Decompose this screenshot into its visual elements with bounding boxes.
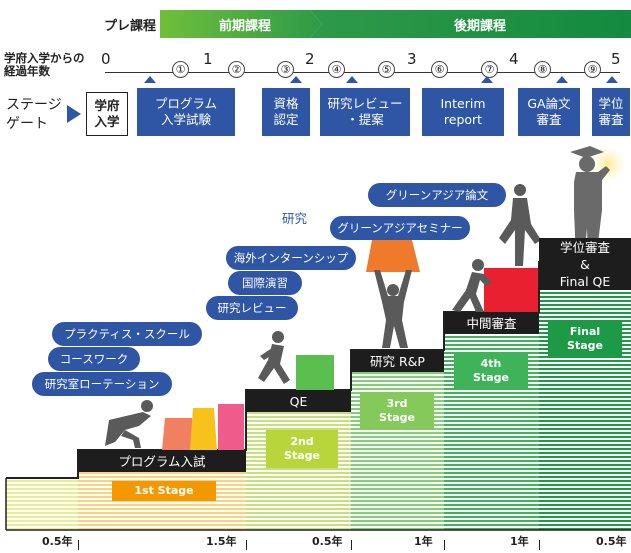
circled-1: ① [172, 61, 189, 78]
stage-gate-label: ステージ ゲート [6, 97, 62, 132]
circled-3: ③ [277, 61, 294, 78]
axis-markers [144, 76, 618, 83]
duration-1: 0.5年 [42, 535, 73, 548]
axis-label: 学府入学からの 経過年数 [4, 51, 85, 78]
duration-5: 1年 [510, 535, 529, 548]
milestone-research-rp: 研究 R&P [351, 350, 444, 372]
jumper-figure-icon [499, 184, 541, 266]
circled-7: ⑦ [481, 61, 498, 78]
phase-arrow [160, 10, 631, 38]
milestone-program-exam: プログラム入試 [78, 450, 246, 472]
tick-4: 4 [509, 50, 519, 68]
activity-lab-rotation: 研究室ローテーション [32, 372, 172, 396]
duration-6: 0.5年 [596, 535, 627, 548]
activity-practice-school: プラクティス・スクール [52, 322, 202, 346]
activity-coursework: コースワーク [48, 347, 140, 371]
activity-overseas-internship: 海外インターンシップ [226, 246, 356, 270]
gate-degree: 学位 審査 [592, 88, 630, 136]
gate-research-review: 研究レビュー ・提案 [320, 88, 410, 136]
duration-4: 1年 [414, 535, 433, 548]
stage-2: 2nd Stage [266, 430, 338, 468]
tick-2: 2 [305, 50, 315, 68]
circled-5: ⑤ [378, 61, 395, 78]
phase-late: 後期課程 [453, 18, 506, 34]
circled-6: ⑥ [431, 61, 448, 78]
duration-3: 0.5年 [312, 535, 343, 548]
duration-divider-1 [78, 540, 79, 550]
graduate-figure-icon [570, 142, 628, 260]
research-label: 研究 [282, 211, 308, 226]
duration-divider-5 [539, 540, 540, 550]
tick-1: 1 [203, 50, 213, 68]
activity-intl-exercise: 国際演習 [228, 271, 302, 295]
circled-2: ② [228, 61, 245, 78]
activity-green-asia-seminar: グリーンアジアセミナー [330, 216, 470, 240]
runner2-figure-icon [258, 331, 290, 384]
gate-admission: 学府 入学 [86, 92, 128, 136]
tick-3: 3 [407, 50, 417, 68]
stage-3: 3rd Stage [360, 392, 434, 430]
gate-qualification: 資格 認定 [262, 88, 310, 136]
stage-4: 4th Stage [454, 352, 528, 390]
duration-divider-4 [444, 540, 445, 550]
runner-figure-icon [105, 400, 153, 448]
milestone-final-qe: 学位審査 & Final QE [539, 238, 631, 290]
activity-green-asia-thesis: グリーンアジア論文 [368, 183, 506, 207]
gate-interim-report: Interim report [422, 88, 504, 136]
phase-pre: プレ課程 [103, 18, 156, 34]
circled-4: ④ [328, 61, 345, 78]
axis-line [105, 72, 620, 73]
milestone-qe: QE [246, 390, 351, 412]
stage-1: 1st Stage [112, 481, 216, 501]
duration-2: 1.5年 [206, 535, 237, 548]
duration-divider-3 [351, 540, 352, 550]
milestone-midterm: 中間審査 [444, 312, 539, 334]
lifter-figure-icon [374, 270, 412, 348]
circled-9: ⑨ [584, 61, 601, 78]
phase-early: 前期課程 [218, 18, 271, 34]
circled-8: ⑧ [534, 61, 551, 78]
tick-0: 0 [101, 50, 111, 68]
gate-ga-thesis: GA論文 審査 [518, 88, 580, 136]
duration-divider-2 [246, 540, 247, 550]
climber-figure-icon [452, 259, 492, 312]
tick-5: 5 [611, 50, 621, 68]
activity-research-review: 研究レビュー [206, 296, 298, 320]
stage-gate-arrow-icon [67, 105, 81, 123]
gate-program-exam: プログラム 入学試験 [137, 88, 235, 136]
stage-final: Final Stage [548, 320, 622, 358]
